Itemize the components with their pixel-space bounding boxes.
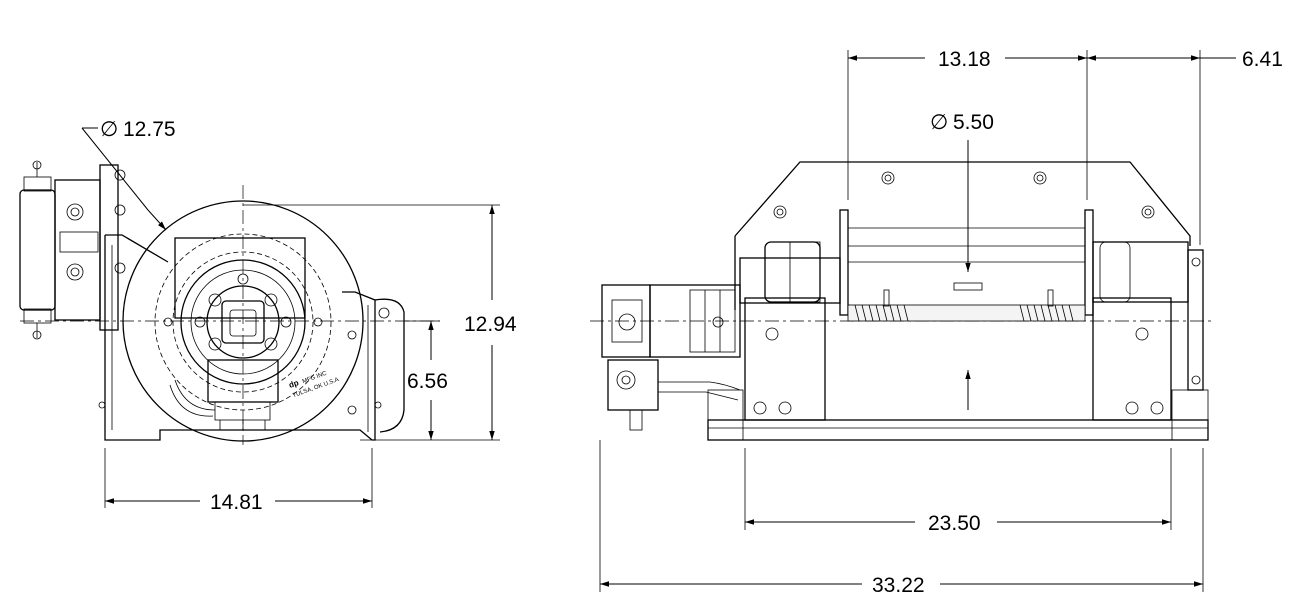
drum-diameter-leader: [81, 127, 149, 211]
motor-flange: [180, 259, 306, 385]
top-mounting-plate: [734, 161, 1191, 246]
motor-housing-block: [174, 237, 306, 319]
cylinder-mount-plate: [54, 179, 101, 321]
end-frame-plate: [104, 234, 376, 441]
overall-height-label: 12.94: [464, 313, 517, 336]
drum-length-label: 13.18: [938, 48, 991, 71]
drum-diameter-label: 12.75: [123, 118, 176, 141]
nameplate: dp MFG INC TULSA, OK U.S.A: [288, 371, 340, 400]
core-diameter-label: 5.50: [953, 111, 994, 134]
side-view: ∅ 5.50 13.18 6.41 23.50 33.22: [590, 48, 1283, 597]
center-height-label: 6.56: [407, 370, 448, 393]
right-bearing-housing: [1092, 241, 1189, 303]
core-diameter-symbol: ∅: [930, 111, 948, 134]
right-end-plate: [1187, 249, 1204, 391]
hub: [206, 285, 280, 359]
overall-length-label: 33.22: [872, 574, 925, 597]
drum-flange-right: [1084, 209, 1094, 316]
base-length-label: 23.50: [928, 512, 981, 535]
base-plate: [707, 419, 1209, 441]
drum-diameter-symbol: ∅: [100, 118, 118, 141]
offset-label: 6.41: [1242, 48, 1283, 71]
drum-flange-left: [839, 209, 849, 316]
cylinder-body: [19, 189, 56, 311]
end-view: dp MFG INC TULSA, OK U.S.A ∅ 12.75 12.94…: [19, 118, 517, 514]
nameplate-logo: dp: [288, 378, 300, 390]
end-width-label: 14.81: [210, 491, 263, 514]
